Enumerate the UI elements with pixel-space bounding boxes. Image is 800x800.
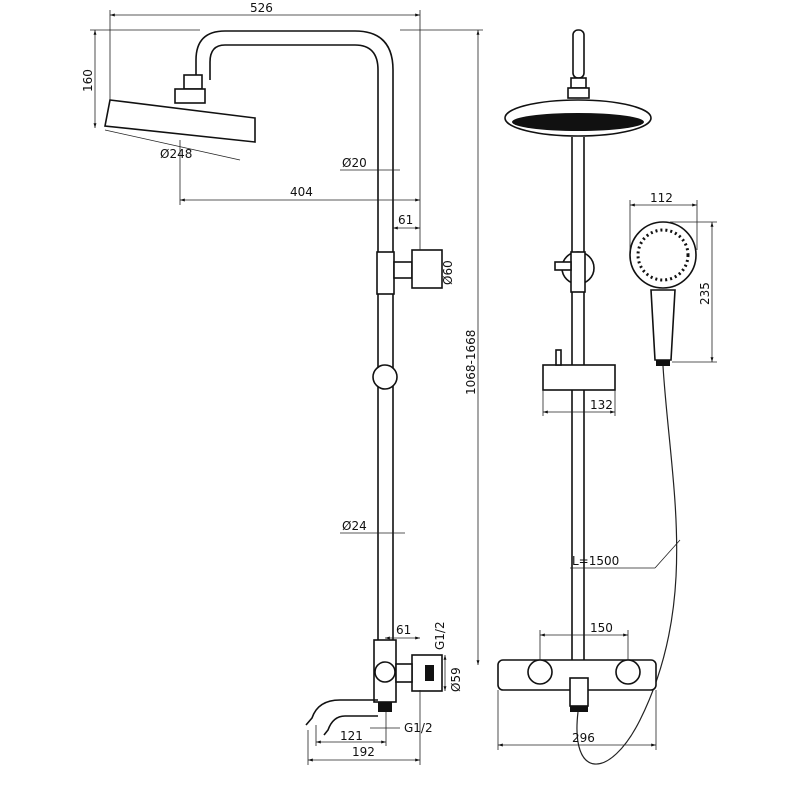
spray-nozzles bbox=[636, 228, 690, 282]
head-neck-front bbox=[567, 87, 590, 99]
dim-height-range: 1068-1668 bbox=[464, 330, 478, 395]
dim-arm-diameter: Ø20 bbox=[342, 156, 367, 170]
dim-outlet-thread: G1/2 bbox=[404, 721, 433, 735]
dim-hose-length: L=1500 bbox=[572, 554, 619, 568]
head-face bbox=[512, 113, 644, 131]
dim-inlet-thread: G1/2 bbox=[433, 621, 447, 650]
dim-404: 404 bbox=[290, 185, 313, 199]
dim-mixer-offset: 61 bbox=[396, 623, 411, 637]
slider bbox=[372, 364, 398, 390]
dim-spout-total: 192 bbox=[352, 745, 375, 759]
dim-mount-offset: 61 bbox=[398, 213, 413, 227]
wall-mount-bracket bbox=[376, 251, 395, 295]
side-dimensions: 526 160 Ø248 Ø20 404 61 Ø60 1068-1668 Ø2… bbox=[81, 1, 483, 765]
slider-button bbox=[555, 349, 562, 366]
riser-front bbox=[571, 137, 585, 660]
dim-mount-diameter: Ø60 bbox=[441, 260, 455, 285]
inlet-pipe bbox=[395, 663, 413, 683]
dim-160: 160 bbox=[81, 69, 95, 92]
dim-526: 526 bbox=[250, 1, 273, 15]
arm-connector bbox=[183, 74, 203, 90]
dim-spout-reach: 121 bbox=[340, 729, 363, 743]
left-handle bbox=[527, 659, 553, 685]
outlet bbox=[378, 702, 392, 712]
wall-mount-arm bbox=[393, 261, 413, 279]
wall-mount-flange bbox=[411, 249, 443, 289]
spout bbox=[305, 699, 378, 736]
dim-inlet-centers: 150 bbox=[590, 621, 613, 635]
mount-pin bbox=[554, 261, 572, 271]
dim-head-diameter: Ø248 bbox=[160, 147, 192, 161]
dim-mixer-width: 296 bbox=[572, 731, 595, 745]
spout-outlet-front bbox=[570, 706, 588, 712]
hose-connector bbox=[656, 360, 670, 366]
dim-riser-diameter: Ø24 bbox=[342, 519, 367, 533]
front-dimensions: 112 235 132 L=1500 150 296 bbox=[497, 191, 717, 750]
bath-spout-front bbox=[569, 677, 589, 707]
dim-hand-width: 112 bbox=[650, 191, 673, 205]
top-stub bbox=[572, 29, 585, 79]
slider-front bbox=[542, 364, 616, 391]
shower-head-side bbox=[104, 99, 256, 143]
diverter-knob bbox=[374, 661, 396, 683]
side-view: 526 160 Ø248 Ø20 404 61 Ø60 1068-1668 Ø2… bbox=[81, 1, 483, 765]
overhead-arm bbox=[195, 30, 394, 640]
stub-nut bbox=[570, 77, 587, 89]
mount-bracket-front bbox=[570, 251, 586, 293]
dim-hand-length: 235 bbox=[698, 282, 712, 305]
dim-flange-diameter: Ø59 bbox=[449, 667, 463, 692]
front-view: 112 235 132 L=1500 150 296 bbox=[497, 29, 717, 765]
dim-slider-width: 132 bbox=[590, 398, 613, 412]
head-neck bbox=[174, 88, 206, 104]
right-handle bbox=[615, 659, 641, 685]
hand-shower-handle bbox=[650, 289, 676, 361]
inlet bbox=[425, 665, 434, 681]
hand-shower-head bbox=[629, 221, 697, 289]
